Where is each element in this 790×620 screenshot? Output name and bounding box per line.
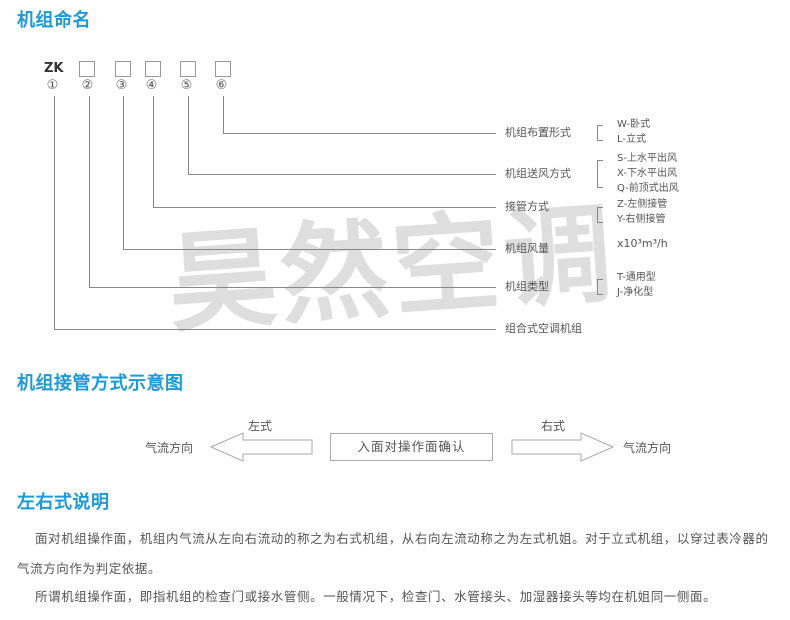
code-box-4: [145, 61, 161, 77]
connector-2-vertical: [89, 96, 90, 287]
bracket-type: [597, 279, 603, 295]
option-s: S-上水平出风: [617, 153, 677, 164]
connector-2-horizontal: [89, 287, 496, 288]
option-y: Y-右侧接管: [617, 214, 666, 225]
connector-4-horizontal: [153, 207, 496, 208]
left-flow-direction-text: 气流方向: [145, 441, 194, 455]
option-j: J-净化型: [617, 287, 654, 298]
connector-6-horizontal: [223, 133, 496, 134]
watermark: 昊然空调: [164, 191, 621, 348]
option-q: Q-前顶式出风: [617, 183, 679, 194]
label-air-volume: 机组风量: [505, 242, 549, 255]
operation-face-box: 入面对操作面确认: [330, 433, 493, 461]
marker-6: ⑥: [215, 78, 228, 93]
air-volume-unit: x10³m³/h: [617, 237, 668, 250]
bracket-layout: [597, 125, 603, 141]
label-layout-form: 机组布置形式: [505, 126, 571, 139]
left-style-label: 左式: [248, 419, 273, 433]
label-combined-ahu: 组合式空调机组: [505, 322, 582, 335]
bracket-pipe: [597, 207, 603, 223]
section-title-naming: 机组命名: [17, 10, 91, 31]
option-x: X-下水平出风: [617, 168, 677, 179]
code-box-2: [79, 61, 95, 77]
right-arrow-icon: [511, 432, 615, 462]
label-air-supply: 机组送风方式: [505, 167, 571, 180]
connector-1-horizontal: [54, 329, 496, 330]
marker-1: ①: [46, 78, 59, 93]
bracket-air-supply: [597, 160, 603, 188]
connector-5-horizontal: [188, 174, 496, 175]
code-box-6: [215, 61, 231, 77]
explanation-paragraph-2: 所谓机组操作面，即指机组的检查门或接水管侧。一般情况下，检查门、水管接头、加湿器…: [35, 589, 717, 604]
code-box-3: [115, 61, 131, 77]
connector-3-vertical: [123, 96, 124, 249]
right-style-label: 右式: [541, 419, 566, 433]
label-pipe-connection: 接管方式: [505, 200, 549, 213]
connector-5-vertical: [188, 96, 189, 174]
option-t: T-通用型: [617, 272, 656, 283]
section-title-pipe-diagram: 机组接管方式示意图: [17, 373, 184, 394]
marker-3: ③: [115, 78, 128, 93]
model-prefix: ZK: [44, 61, 64, 76]
marker-5: ⑤: [180, 78, 193, 93]
option-z: Z-左侧接管: [617, 199, 668, 210]
left-arrow-icon: [209, 432, 313, 462]
label-unit-type: 机组类型: [505, 280, 549, 293]
connector-3-horizontal: [123, 249, 496, 250]
option-w: W-卧式: [617, 119, 651, 130]
section-title-explanation: 左右式说明: [17, 492, 110, 513]
marker-4: ④: [145, 78, 158, 93]
right-flow-direction-text: 气流方向: [623, 441, 672, 455]
connector-6-vertical: [223, 96, 224, 133]
code-box-5: [180, 61, 196, 77]
option-l: L-立式: [617, 134, 647, 145]
marker-2: ②: [81, 78, 94, 93]
connector-1-vertical: [54, 96, 55, 329]
connector-4-vertical: [153, 96, 154, 207]
explanation-paragraph-1: 面对机组操作面，机组内气流从左向右流动的称之为右式机组，从右向左流动称之为左式机…: [17, 531, 769, 576]
